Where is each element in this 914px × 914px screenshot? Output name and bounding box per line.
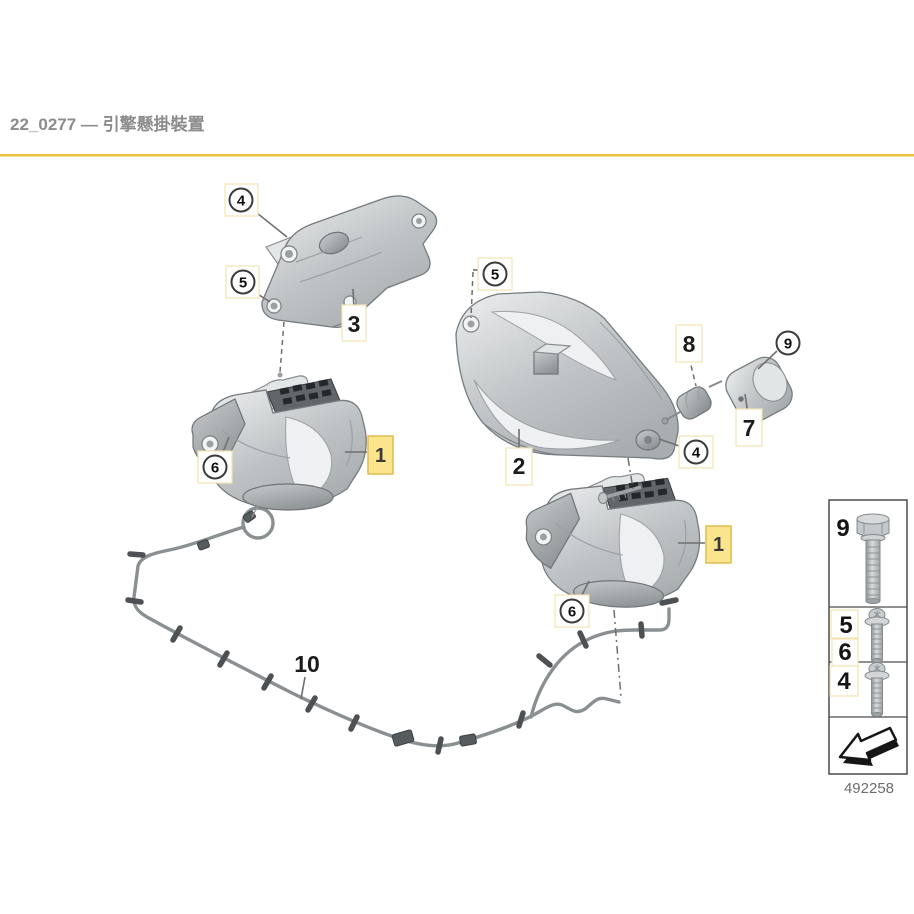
part-8-bushing xyxy=(661,380,723,425)
part-3-support-bracket xyxy=(261,195,438,328)
callout-label[interactable]: 4 xyxy=(237,193,246,210)
callout-4-arm[interactable]: 4 xyxy=(678,435,714,469)
callout-label[interactable]: 7 xyxy=(743,415,756,441)
legend-row-4: 4 xyxy=(829,662,890,717)
callout-label[interactable]: 1 xyxy=(713,534,724,556)
callout-label[interactable]: 4 xyxy=(692,445,701,462)
page-title: 22_0277 — 引擎懸掛裝置 xyxy=(10,114,205,134)
callout-label[interactable]: 5 xyxy=(239,275,247,292)
callout-1-right[interactable]: 1 xyxy=(705,525,732,564)
callout-9[interactable]: 9 xyxy=(775,330,801,356)
callout-2[interactable]: 2 xyxy=(505,447,533,486)
hex-flange-bolt-icon xyxy=(856,513,890,604)
legend-row-9: 9 xyxy=(836,513,890,604)
callout-6-right[interactable]: 6 xyxy=(554,594,590,628)
callout-6-left[interactable]: 6 xyxy=(197,450,233,484)
callout-1-left[interactable]: 1 xyxy=(367,435,394,475)
callout-label[interactable]: 3 xyxy=(348,311,361,337)
callout-label[interactable]: 6 xyxy=(568,604,576,621)
callout-label[interactable]: 8 xyxy=(683,331,696,357)
callout-5-arm[interactable]: 5 xyxy=(477,257,513,291)
legend-label-4[interactable]: 4 xyxy=(837,668,851,695)
harness-clips xyxy=(125,551,679,755)
callout-3[interactable]: 3 xyxy=(341,304,367,342)
callout-label[interactable]: 10 xyxy=(294,651,320,677)
legend-label-5[interactable]: 5 xyxy=(839,612,852,639)
figure-number: 492258 xyxy=(844,780,894,797)
callout-8[interactable]: 8 xyxy=(675,324,703,363)
legend-label-9[interactable]: 9 xyxy=(836,515,849,542)
part-7-vibration-damper xyxy=(725,356,793,424)
part-10-wiring-harness xyxy=(125,485,679,755)
callout-label[interactable]: 6 xyxy=(211,460,219,477)
callout-7[interactable]: 7 xyxy=(735,408,763,447)
direction-arrow-icon xyxy=(838,726,899,766)
part-1-engine-mount-right xyxy=(520,467,704,619)
callout-label[interactable]: 2 xyxy=(513,453,526,479)
callout-label[interactable]: 5 xyxy=(491,267,499,284)
callout-5-bracket[interactable]: 5 xyxy=(225,265,260,299)
callout-4-top[interactable]: 4 xyxy=(224,183,259,217)
callout-label[interactable]: 9 xyxy=(784,336,792,353)
part-2-support-arm xyxy=(455,291,679,460)
part-1-engine-mount-left xyxy=(191,372,367,518)
title-underline-accent xyxy=(0,154,914,157)
callout-10[interactable]: 10 xyxy=(294,651,320,677)
callout-label[interactable]: 1 xyxy=(375,445,386,467)
legend-row-5-6: 5 6 xyxy=(830,608,890,667)
fastener-legend: 9 5 6 4 49225 xyxy=(828,499,908,797)
legend-label-6[interactable]: 6 xyxy=(838,639,851,666)
